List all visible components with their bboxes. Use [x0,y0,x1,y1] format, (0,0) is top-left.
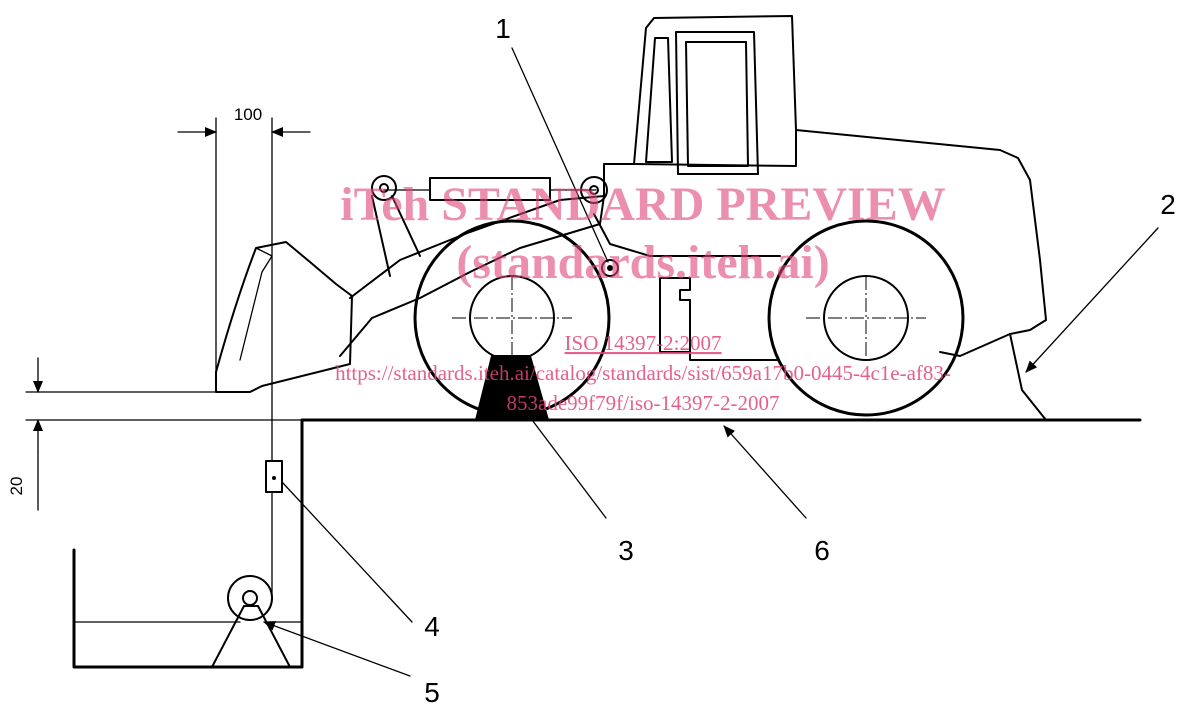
watermark-title: iTeh STANDARD PREVIEW [340,178,945,231]
callout-2: 2 [1160,189,1176,220]
body [603,129,797,197]
lift-cylinder [429,177,551,201]
ground-platform [300,418,1142,669]
dimension-20: 20 [7,357,303,511]
watermark-subtitle: (standards.iteh.ai) [456,236,829,289]
watermark-standard-link[interactable]: ISO 14397-2:2007 [565,331,722,355]
callout-5: 5 [424,677,440,705]
dimension-100-label: 100 [234,105,262,124]
bucket [215,241,353,393]
rear-wheel [767,219,965,417]
watermark-url-line2[interactable]: 853ade99f79f/iso-14397-2-2007 [507,391,780,415]
leader-lines [263,47,1159,677]
test-point [601,259,619,277]
measuring-line [265,117,283,599]
callout-3: 3 [618,535,634,566]
watermark-url-line1[interactable]: https://standards.iteh.ai/catalog/standa… [335,361,951,385]
callout-4: 4 [424,611,440,642]
cab [633,15,1047,335]
wheel-chock [474,355,550,421]
dimension-100: 100 [177,105,311,393]
dimension-20-label: 20 [7,477,26,496]
callout-1: 1 [495,13,511,44]
watermark: iTeh STANDARD PREVIEW (standards.iteh.ai… [335,178,951,415]
counterweight [1009,333,1047,421]
collection-tank [72,548,304,669]
callout-6: 6 [814,535,830,566]
wheel-loader [215,15,1047,421]
